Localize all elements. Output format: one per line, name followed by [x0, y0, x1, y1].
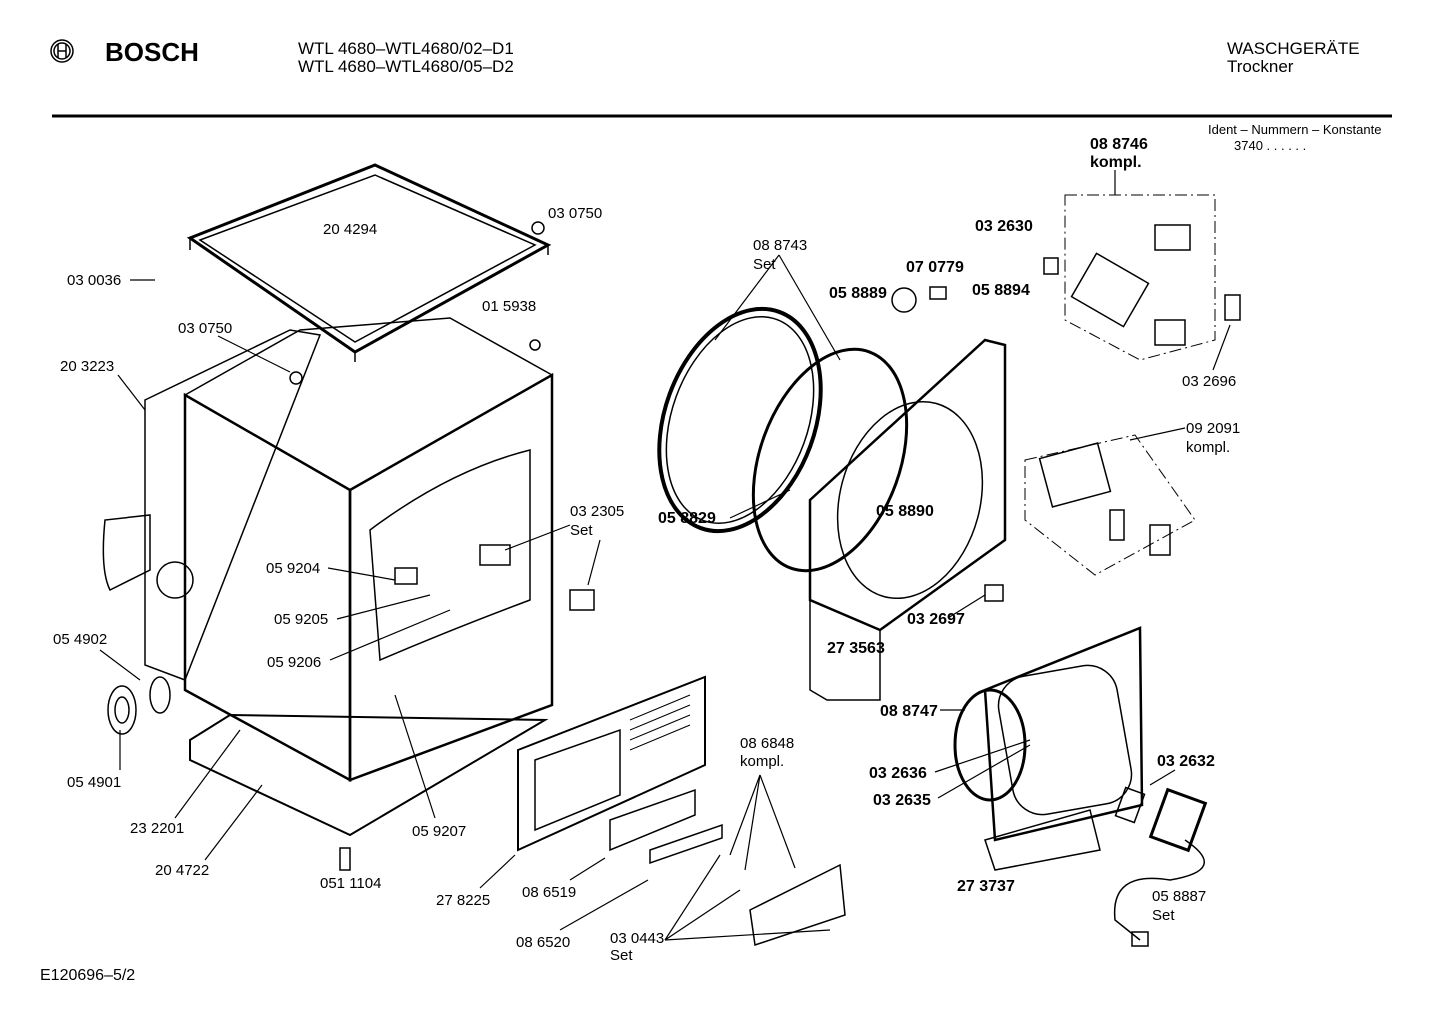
- part-label: 20 4294: [323, 221, 378, 238]
- part-label: 03 0443: [610, 930, 665, 947]
- part-label: 03 2632: [1157, 753, 1215, 770]
- part-label: 08 6519: [522, 884, 577, 901]
- part-note: Set: [570, 522, 593, 539]
- part-label: 23 2201: [130, 820, 185, 837]
- part-label: 08 8746: [1090, 136, 1148, 153]
- part-label: 08 6520: [516, 934, 571, 951]
- part-label: 08 6848: [740, 735, 795, 752]
- part-label: 05 4902: [53, 631, 108, 648]
- category: WASCHGERÄTE: [1227, 39, 1360, 58]
- part-label: 20 3223: [60, 358, 115, 375]
- part-note: Set: [753, 256, 776, 273]
- part-label: 03 2696: [1182, 373, 1237, 390]
- part-note: Set: [610, 947, 633, 964]
- drawing-id: E120696–5/2: [40, 967, 136, 984]
- part-label: 03 2697: [907, 611, 965, 628]
- part-label: 05 9204: [266, 560, 321, 577]
- brand-name: BOSCH: [105, 37, 199, 67]
- part-label: 03 2636: [869, 765, 927, 782]
- part-label: 03 0750: [178, 320, 233, 337]
- part-label: 05 9205: [274, 611, 329, 628]
- part-label: 08 8743: [753, 237, 808, 254]
- side-panel: [102, 329, 322, 681]
- part-note: Set: [1152, 907, 1175, 924]
- part-label: 03 2630: [975, 218, 1033, 235]
- part-label: 09 2091: [1186, 420, 1241, 437]
- part-note: kompl.: [1090, 154, 1142, 171]
- part-label: 03 2305: [570, 503, 625, 520]
- part-label: 05 8887: [1152, 888, 1207, 905]
- small-parts: [289, 221, 1241, 947]
- part-label: 051 1104: [320, 875, 382, 892]
- ident-value: 3740 . . . . . .: [1234, 138, 1307, 153]
- part-note: kompl.: [740, 753, 785, 770]
- bosch-logo-icon: [50, 39, 74, 63]
- part-label: 27 3737: [957, 878, 1015, 895]
- kick-panel: [517, 675, 846, 946]
- top-lid: [186, 163, 552, 362]
- door-frame: [953, 626, 1144, 871]
- part-label: 05 8889: [829, 285, 887, 302]
- part-label: 05 4901: [67, 774, 122, 791]
- base-plate: [189, 713, 549, 837]
- part-label: 05 8890: [876, 503, 934, 520]
- grommets: [107, 676, 171, 735]
- part-label: 03 0036: [67, 272, 122, 289]
- model-line-2: WTL 4680–WTL4680/05–D2: [298, 57, 514, 76]
- model-line-1: WTL 4680–WTL4680/02–D1: [298, 39, 514, 58]
- gasket-rings: [657, 306, 909, 573]
- part-label: 01 5938: [482, 298, 537, 315]
- part-note: kompl.: [1186, 439, 1231, 456]
- door-lock-kit-box: [1024, 194, 1216, 576]
- part-label: 05 9207: [412, 823, 467, 840]
- leader-lines: [99, 170, 1231, 941]
- part-label: 27 8225: [436, 892, 491, 909]
- ident-label: Ident – Nummern – Konstante: [1208, 122, 1382, 137]
- part-label: 03 0750: [548, 205, 603, 222]
- part-label: 08 8747: [880, 703, 938, 720]
- subcategory: Trockner: [1227, 57, 1294, 76]
- part-label: 07 0779: [906, 259, 964, 276]
- front-panel: [808, 338, 1007, 701]
- cabinet-body: [183, 317, 554, 783]
- part-label: 05 8829: [658, 510, 716, 527]
- part-label: 20 4722: [155, 862, 210, 879]
- part-label: 03 2635: [873, 792, 931, 809]
- part-label: 27 3563: [827, 640, 885, 657]
- part-label: 05 9206: [267, 654, 322, 671]
- part-label: 05 8894: [972, 282, 1030, 299]
